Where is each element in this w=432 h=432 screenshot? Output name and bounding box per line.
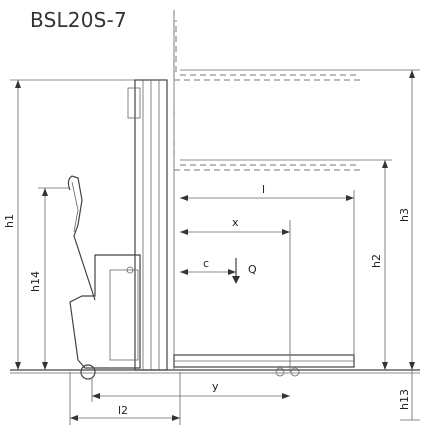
dim-h2: h2 bbox=[180, 159, 392, 370]
label-h13: h13 bbox=[398, 389, 411, 410]
label-h14: h14 bbox=[29, 271, 42, 292]
truck-body bbox=[67, 175, 300, 380]
dim-x: x bbox=[180, 216, 291, 372]
label-h3: h3 bbox=[398, 208, 411, 222]
label-h1: h1 bbox=[3, 214, 16, 228]
mast bbox=[127, 10, 175, 371]
label-h2: h2 bbox=[370, 254, 383, 268]
dim-h13: h13 bbox=[398, 370, 420, 421]
dim-h3: h3 bbox=[180, 69, 420, 370]
dim-y: y bbox=[91, 378, 290, 402]
label-l: l bbox=[262, 183, 265, 196]
fork-lower bbox=[173, 354, 355, 368]
dim-h1: h1 bbox=[3, 79, 150, 370]
fork-middle bbox=[173, 110, 360, 171]
dim-h14: h14 bbox=[29, 187, 70, 370]
dim-c: c bbox=[180, 257, 236, 275]
label-Q: Q bbox=[248, 263, 257, 276]
load-arrow: Q bbox=[232, 258, 257, 284]
fork-upper bbox=[173, 10, 360, 81]
label-l2: l2 bbox=[118, 404, 128, 417]
dim-l: l bbox=[180, 183, 355, 356]
dim-l2: l2 bbox=[69, 372, 181, 425]
label-y: y bbox=[212, 380, 219, 393]
model-title: BSL20S-7 bbox=[30, 8, 127, 32]
label-c: c bbox=[203, 257, 209, 270]
label-x: x bbox=[232, 216, 239, 229]
